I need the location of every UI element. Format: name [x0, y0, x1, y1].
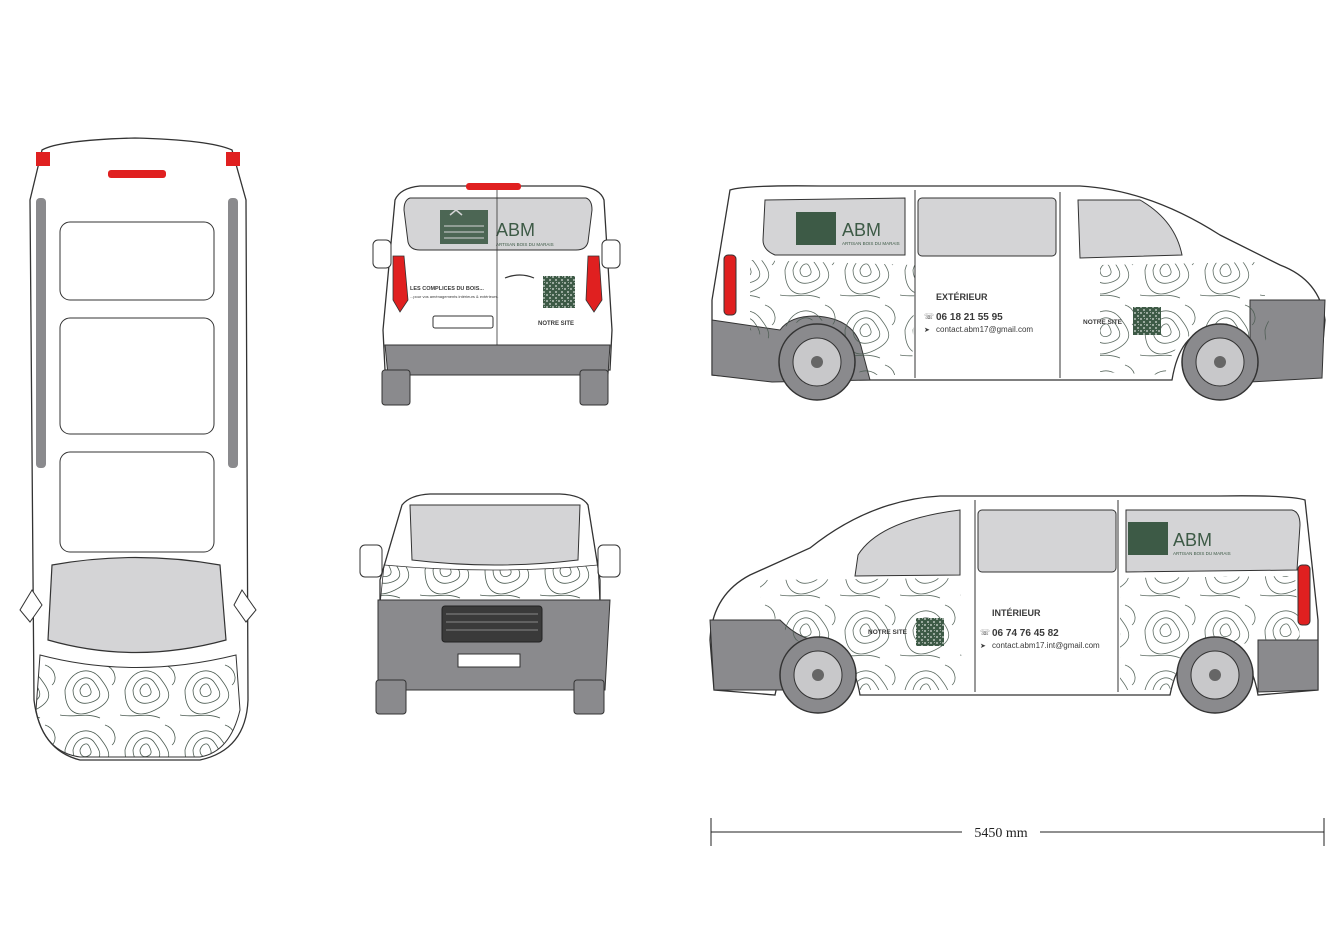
side-right-brand-name: ABM: [1173, 530, 1212, 550]
send-icon: ➤: [924, 327, 930, 334]
side-left-brand-name: ABM: [842, 220, 881, 240]
rear-light-left: [36, 152, 50, 166]
side-right-brand-tagline: ARTISAN BOIS DU MARAIS: [1173, 551, 1231, 556]
dimension-line: 5450 mm: [710, 818, 1325, 846]
tail-light-left: [392, 255, 409, 313]
side-left-section: EXTÉRIEUR: [936, 292, 988, 302]
rear-qr-label: NOTRE SITE: [538, 321, 574, 327]
phone-icon: ☏: [980, 628, 990, 637]
top-view: [19, 137, 257, 761]
side-left-qr-code: [1133, 307, 1161, 335]
side-right-email: contact.abm17.int@gmail.com: [992, 641, 1100, 650]
front-windshield: [409, 504, 581, 566]
front-grille: [441, 605, 543, 643]
tail-light-right: [585, 255, 603, 313]
rear-qr-code: [543, 276, 575, 308]
rear-view: ABM ARTISAN BOIS DU MARAIS LES COMPLICES…: [372, 183, 621, 406]
brake-light: [108, 170, 166, 178]
phone-icon: ☏: [924, 312, 934, 321]
windshield: [47, 556, 227, 654]
side-right-phone: 06 74 76 45 82: [992, 628, 1059, 639]
side-right-qr-label: NOTRE SITE: [868, 629, 908, 636]
side-view-left: ABM ARTISAN BOIS DU MARAIS EXTÉRIEUR ☏ 0…: [711, 185, 1326, 401]
side-left-email: contact.abm17@gmail.com: [936, 325, 1033, 334]
side-left-brand-tagline: ARTISAN BOIS DU MARAIS: [842, 241, 900, 246]
rear-subline: ...pour vos aménagements intérieurs & ex…: [410, 294, 499, 299]
rear-logo: ABM ARTISAN BOIS DU MARAIS: [440, 209, 554, 247]
send-icon: ➤: [980, 643, 986, 650]
rear-light-right: [226, 152, 240, 166]
side-right-qr-code: [916, 618, 944, 646]
rear-brand-tagline: ARTISAN BOIS DU MARAIS: [496, 242, 554, 247]
rear-headline: LES COMPLICES DU BOIS...: [410, 286, 484, 292]
side-view-right: ABM ARTISAN BOIS DU MARAIS NOTRE SITE IN…: [709, 495, 1319, 714]
side-left-qr-label: NOTRE SITE: [1083, 319, 1123, 326]
hood-pattern: [35, 654, 241, 758]
side-left-phone: 06 18 21 55 95: [936, 312, 1003, 323]
rear-brand-name: ABM: [496, 220, 535, 240]
side-right-rear-window: [1125, 509, 1301, 573]
dimension-length: 5450 mm: [974, 826, 1027, 841]
side-right-section: INTÉRIEUR: [992, 608, 1041, 618]
front-hood-pattern: [379, 564, 601, 606]
front-view: [359, 493, 621, 715]
